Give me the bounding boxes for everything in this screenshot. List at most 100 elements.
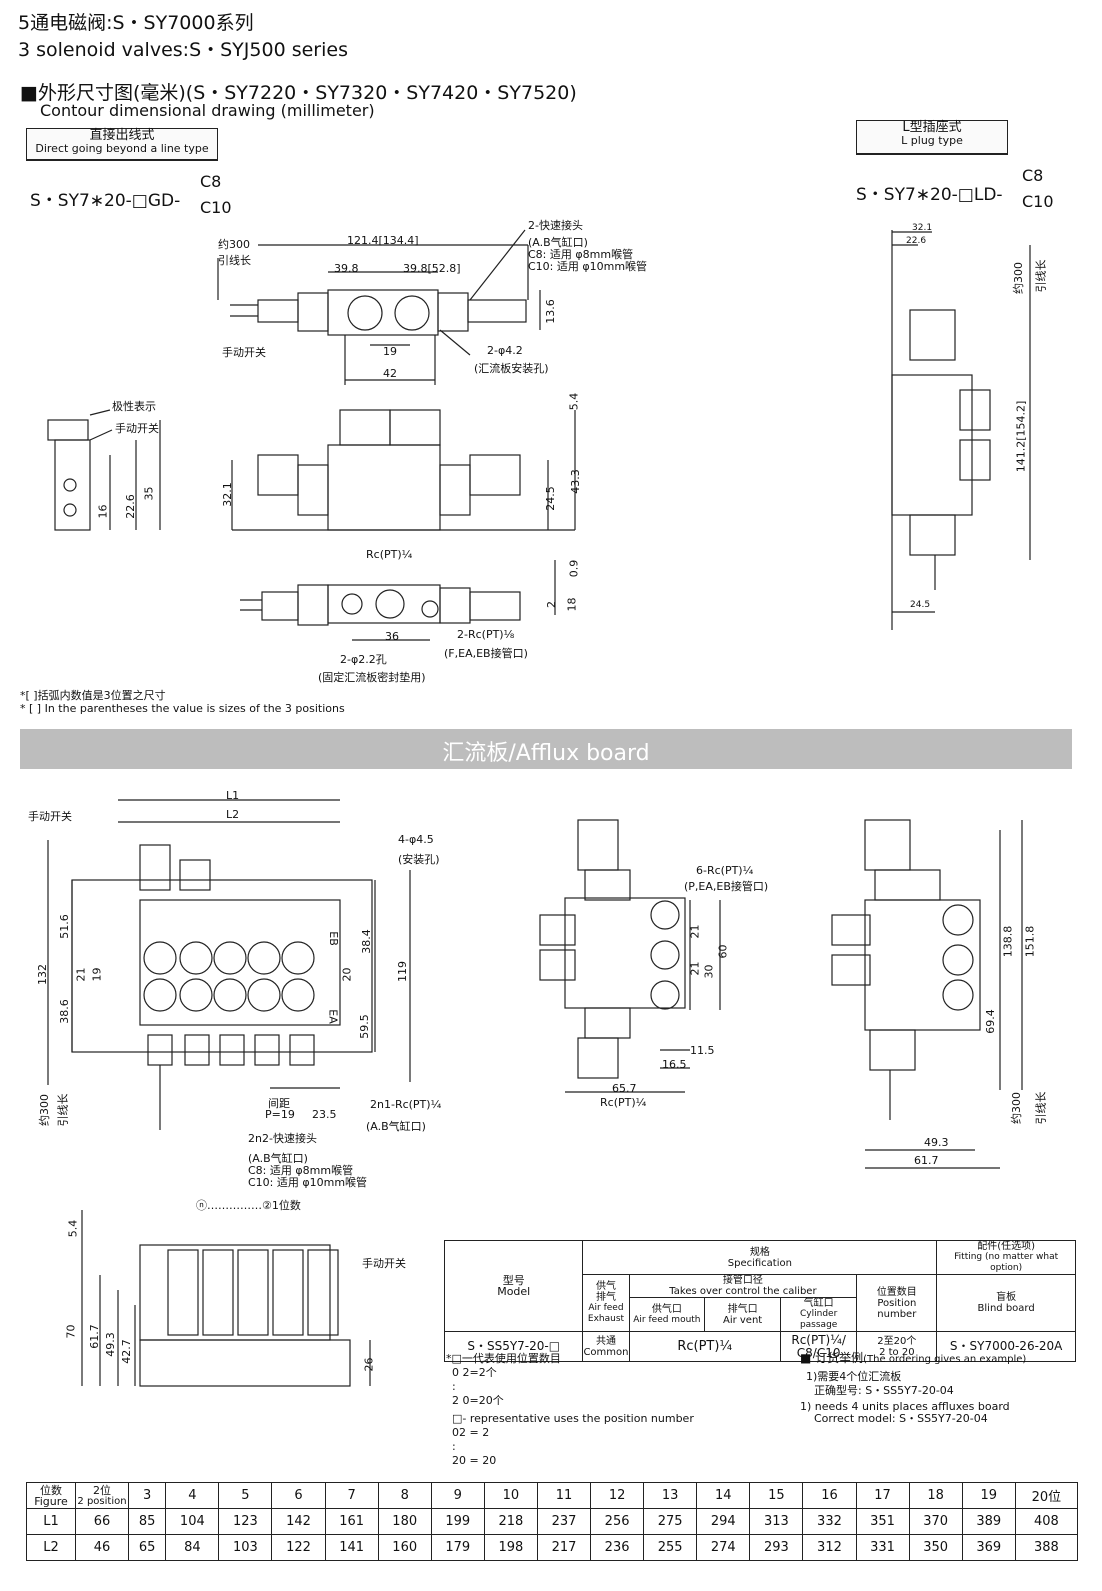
dim-yinxian-a: 引线长 bbox=[56, 1093, 70, 1127]
pos-l1-cell: 142 bbox=[271, 1508, 326, 1535]
dim-yinxian-r: 引线长 bbox=[1034, 259, 1048, 293]
dim-yue300-r: 约300 bbox=[1012, 262, 1025, 294]
spec-fit-en: Fitting (no matter what option) bbox=[954, 1252, 1059, 1273]
afflux-right-drawing bbox=[831, 819, 1023, 1169]
repr-note-3: : bbox=[452, 1380, 456, 1393]
model-gd-c10: C10 bbox=[200, 198, 232, 217]
repr-note-7: : bbox=[452, 1440, 456, 1453]
direct-type-box: 直接出线式 Direct going beyond a line type bbox=[26, 128, 218, 161]
label-hole-4-5: 4-φ4.5 bbox=[398, 833, 434, 846]
spec-model-cn: 型号 bbox=[502, 1274, 525, 1287]
pos-l1-cell: 332 bbox=[802, 1508, 857, 1535]
dim-42: 42 bbox=[383, 367, 397, 380]
pos-l2-label: L2 bbox=[26, 1534, 76, 1561]
note-cn: *[ ]括弧内数值是3位置之尺寸 bbox=[20, 689, 166, 702]
pos-l2-cell: 198 bbox=[483, 1534, 538, 1561]
spec-fitting-header: 配件(任选项)Fitting (no matter what option) bbox=[936, 1240, 1076, 1275]
dim-121-4: 121.4[134.4] bbox=[347, 234, 419, 247]
pos-head-cell: 8 bbox=[377, 1482, 432, 1509]
dim-138-8: 138.8 bbox=[1001, 925, 1015, 958]
model-ld-c10: C10 bbox=[1022, 192, 1054, 211]
label-manual-switch-4: 手动开关 bbox=[362, 1257, 406, 1270]
dim-5-4: 5.4 bbox=[567, 392, 581, 411]
direct-type-en: Direct going beyond a line type bbox=[35, 142, 209, 155]
dim-39-8a: 39.8 bbox=[334, 262, 359, 275]
dim-23-5: 23.5 bbox=[312, 1108, 337, 1121]
pos-l2-cell: 350 bbox=[908, 1534, 963, 1561]
label-ab2: (A.B气缸口) bbox=[248, 1152, 308, 1165]
pos-l1-cell: 294 bbox=[696, 1508, 751, 1535]
l-plug-type-cn: L型插座式 bbox=[902, 120, 962, 135]
pos-l1-label: L1 bbox=[26, 1508, 76, 1535]
label-hole-4-2: 2-φ4.2 bbox=[487, 344, 523, 357]
order-title-cn: ■ 订货举例 bbox=[800, 1351, 864, 1365]
dim-16-5: 16.5 bbox=[662, 1058, 687, 1071]
model-gd: S・SY7∗20-□GD- bbox=[30, 191, 181, 211]
dim-yue300-a: 约300 bbox=[38, 1094, 51, 1126]
pos-head-cell: 20位 bbox=[1014, 1482, 1079, 1509]
spec-spec-cn: 规格 bbox=[749, 1246, 770, 1258]
dim-yue300: 约300 bbox=[218, 238, 250, 251]
order-line-1: 1)需要4个位汇流板 bbox=[806, 1370, 902, 1383]
dim-61-7: 61.7 bbox=[914, 1154, 939, 1167]
dim-43-3: 43.3 bbox=[568, 469, 582, 494]
order-line-2: 正确型号: S・SS5Y7-20-04 bbox=[814, 1384, 954, 1397]
pos-l1-cell: 389 bbox=[961, 1508, 1016, 1535]
afflux-banner: 汇流板/Afflux board bbox=[20, 729, 1072, 769]
label-c10: C10: 适用 φ10mm喉管 bbox=[528, 260, 648, 273]
pos-l1-cell: 85 bbox=[127, 1508, 167, 1535]
pos-l1-cell: 104 bbox=[165, 1508, 220, 1535]
model-ld: S・SY7∗20-□LD- bbox=[856, 185, 1003, 205]
pos-head-cell: 12 bbox=[590, 1482, 645, 1509]
pos-l1-cell: 256 bbox=[590, 1508, 645, 1535]
dim-30: 30 bbox=[702, 964, 716, 979]
contour-title-cn: ■外形尺寸图(毫米)(S・SY7220・SY7320・SY7420・SY7520… bbox=[20, 82, 577, 104]
label-manual-switch: 手动开关 bbox=[222, 346, 266, 359]
pos-head-cell: 19 bbox=[961, 1482, 1016, 1509]
dim-2: 2 bbox=[545, 601, 558, 608]
pos-l2-cell: 65 bbox=[127, 1534, 167, 1561]
pos-l2-cell: 331 bbox=[855, 1534, 910, 1561]
dim-11-5: 11.5 bbox=[690, 1044, 715, 1057]
dim-19: 19 bbox=[383, 345, 397, 358]
spec-row-model: S・SS5Y7-20-□ bbox=[443, 1331, 584, 1362]
pos-l1-cell: 218 bbox=[483, 1508, 538, 1535]
dim-21-a: 21 bbox=[74, 967, 88, 982]
pos-head-cell: 6 bbox=[271, 1482, 326, 1509]
pos-head-cell: 16 bbox=[802, 1482, 857, 1509]
dim-65-7: 65.7 bbox=[612, 1082, 637, 1095]
label-quick-connector: 2-快速接头 bbox=[528, 219, 583, 232]
pos-head-cell: 14 bbox=[696, 1482, 751, 1509]
pos-l2-cell: 160 bbox=[377, 1534, 432, 1561]
page-title-en: 3 solenoid valves:S・SYJ500 series bbox=[18, 39, 348, 61]
dim-18: 18 bbox=[565, 597, 579, 612]
pos-l1-cell: 180 bbox=[377, 1508, 432, 1535]
dim-39-8b: 39.8[52.8] bbox=[403, 262, 461, 275]
dim-35: 35 bbox=[142, 486, 156, 501]
label-eb: EB bbox=[326, 931, 340, 946]
pos-l2-cell: 312 bbox=[802, 1534, 857, 1561]
label-manual-switch-3: 手动开关 bbox=[28, 810, 72, 823]
dim-L1: L1 bbox=[226, 789, 240, 802]
pos-l1-cell: 161 bbox=[324, 1508, 379, 1535]
spec-row-cyl: Rc(PT)¼/C8/C10 bbox=[779, 1331, 858, 1362]
dim-5-4-f: 5.4 bbox=[66, 1219, 80, 1238]
dim-21-c: 21 bbox=[688, 961, 702, 976]
pos-head-cell: 5 bbox=[218, 1482, 273, 1509]
dim-16: 16 bbox=[96, 504, 110, 519]
afflux-side-drawing bbox=[539, 819, 721, 1093]
label-rc-b: Rc(PT)¼ bbox=[600, 1096, 647, 1109]
repr-note-1: *□一代表使用位置数目 bbox=[446, 1352, 561, 1365]
dim-42-7-f: 42.7 bbox=[119, 1339, 133, 1364]
